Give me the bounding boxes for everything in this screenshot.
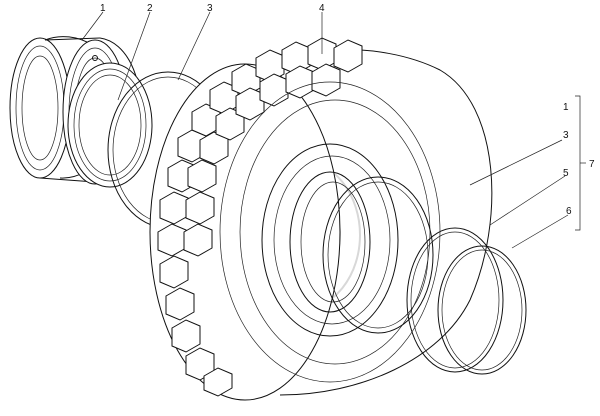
callout-group-6: 6 (566, 206, 572, 217)
callout-group-3: 3 (563, 130, 569, 141)
lock-ring-right (437, 245, 527, 375)
leader-lines (81, 11, 586, 249)
callout-group-1: 1 (563, 102, 569, 113)
lock-ring-left (67, 62, 153, 188)
callout-labels: 1 2 3 4 1 3 5 6 7 (100, 3, 595, 217)
callout-1: 1 (100, 3, 106, 14)
callout-group-5: 5 (563, 168, 569, 179)
callout-3: 3 (207, 3, 213, 14)
callout-4: 4 (319, 3, 325, 14)
tire (149, 37, 493, 401)
flange-ring-right (322, 176, 434, 334)
callout-2: 2 (147, 3, 153, 14)
callout-group-7: 7 (589, 159, 595, 170)
seat-ring-right (406, 227, 504, 373)
